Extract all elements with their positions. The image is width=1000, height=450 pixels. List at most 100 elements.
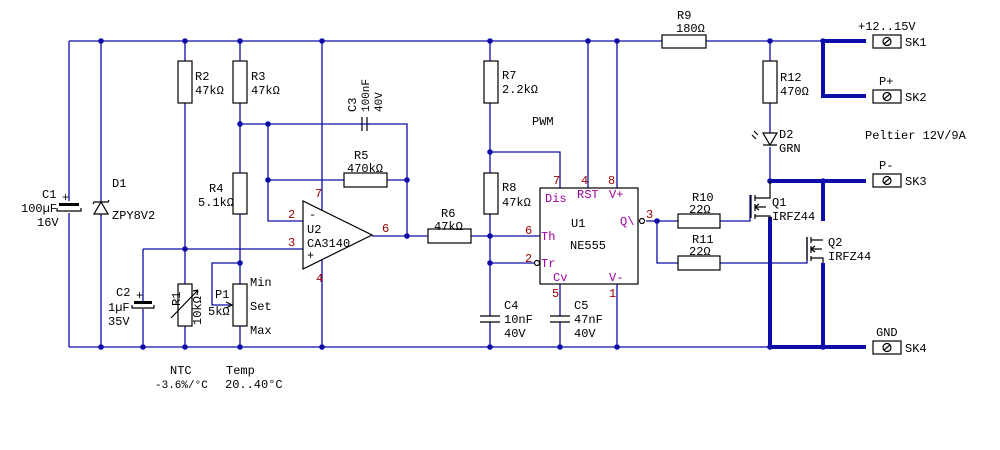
resistor-r2: R2 47kΩ [177, 60, 224, 104]
polarity-plus: + [136, 289, 143, 303]
u1-th: Th [541, 230, 555, 244]
capacitor-c4: C4 10nF 40V [480, 299, 533, 341]
ntc-coefficient: -3.6%/°C [155, 380, 208, 392]
c1-rating: 16V [37, 216, 59, 230]
c4-rating: 40V [504, 327, 526, 341]
resistor-r7: R7 2.2kΩ [483, 60, 538, 104]
r7-value: 2.2kΩ [502, 83, 538, 97]
r8-value: 47kΩ [502, 196, 531, 210]
u1-vminus: V- [609, 271, 623, 285]
sk4-ref: SK4 [905, 342, 927, 356]
r3-ref: R3 [251, 70, 265, 84]
mosfet-q2: Q2 IRFZ44 [806, 236, 871, 264]
u1-vplus: V+ [609, 188, 623, 202]
c5-rating: 40V [574, 327, 596, 341]
p1-ref: P1 [215, 288, 229, 302]
u1-pin2: 2 [525, 252, 532, 266]
timer-u1: Dis RST V+ Th Tr Cv V- Q\ U1 NE555 7 4 8… [525, 174, 653, 301]
connector-sk2[interactable]: P+ SK2 [872, 75, 927, 105]
r12-ref: R12 [780, 71, 802, 85]
u2-pin3: 3 [288, 236, 295, 250]
u1-dis: Dis [545, 192, 567, 206]
r1-value: 10kΩ [191, 296, 205, 325]
capacitor-c1: + C1 100µF 16V [21, 188, 82, 230]
r12-value: 470Ω [780, 85, 809, 99]
resistor-r3: R3 47kΩ [232, 60, 280, 104]
resistor-r12: R12 470Ω [762, 60, 809, 104]
u1-pin7: 7 [553, 174, 560, 188]
u1-ref: U1 [571, 217, 585, 231]
capacitor-c5: C5 47nF 40V [550, 299, 603, 341]
c3-rating: 40V [374, 92, 386, 112]
r6-value: 47kΩ [434, 220, 463, 234]
c3-ref: C3 [346, 98, 360, 112]
r11-ref: R11 [692, 233, 714, 247]
r9-value: 180Ω [676, 22, 705, 36]
connector-sk1[interactable]: +12..15V SK1 [858, 20, 927, 50]
ntc-label: NTC [170, 364, 192, 378]
c4-value: 10nF [504, 313, 533, 327]
connector-sk3[interactable]: P- SK3 [872, 159, 927, 189]
capacitor-c3: C3 100nF 40V [346, 79, 386, 131]
u1-q: Q\ [620, 215, 634, 229]
resistor-r9: R9 180Ω [661, 9, 707, 49]
capacitor-c2: + C2 1µF 35V [108, 286, 155, 329]
u1-pin5: 5 [552, 287, 559, 301]
d1-ref: D1 [112, 177, 126, 191]
potentiometer-p1[interactable]: P1 5kΩ Min Set Max [208, 276, 272, 338]
c2-ref: C2 [116, 286, 130, 300]
led-d2: D2 GRN [751, 128, 801, 156]
u1-pin4: 4 [581, 174, 588, 188]
r11-value: 22Ω [689, 245, 711, 259]
sk3-net: P- [879, 159, 893, 173]
r5-ref: R5 [354, 149, 368, 163]
r4-value: 5.1kΩ [198, 196, 234, 210]
c5-value: 47nF [574, 313, 603, 327]
u1-pin3: 3 [646, 208, 653, 222]
u1-rst: RST [577, 188, 599, 202]
resistor-r4: R4 5.1kΩ [198, 172, 248, 215]
connector-sk4[interactable]: GND SK4 [872, 326, 927, 356]
junctions [98, 38, 826, 350]
r10-value: 22Ω [689, 203, 711, 217]
r9-ref: R9 [677, 9, 691, 23]
p1-set-label: Set [250, 300, 272, 314]
u1-pin6: 6 [525, 224, 532, 238]
sk3-ref: SK3 [905, 175, 927, 189]
power-wires [768, 39, 866, 349]
c1-value: 100µF [21, 202, 57, 216]
zener-diode-d1: D1 ZPY8V2 [92, 177, 155, 223]
pwm-label: PWM [532, 115, 554, 129]
thermistor-r1: R1 10kΩ [170, 283, 205, 327]
resistor-r6: R6 47kΩ [427, 207, 472, 244]
u1-value: NE555 [570, 239, 606, 253]
u2-pin7: 7 [315, 187, 322, 201]
d2-value: GRN [779, 142, 801, 156]
r5-value: 470kΩ [347, 162, 383, 176]
opamp-u2: - + U2 CA3140 7 2 3 6 4 [288, 187, 389, 286]
sk4-net: GND [876, 326, 898, 340]
u2-pin4: 4 [316, 272, 323, 286]
resistor-r8: R8 47kΩ [483, 172, 531, 215]
r7-ref: R7 [502, 69, 516, 83]
u1-pin8: 8 [608, 174, 615, 188]
temp-range: 20..40°C [225, 378, 283, 392]
c1-ref: C1 [42, 188, 56, 202]
d1-value: ZPY8V2 [112, 209, 155, 223]
r1-ref: R1 [170, 292, 184, 306]
u2-minus: - [309, 208, 316, 222]
c2-rating: 35V [108, 315, 130, 329]
sk1-ref: SK1 [905, 36, 927, 50]
r2-value: 47kΩ [195, 84, 224, 98]
sk2-net: P+ [879, 75, 893, 89]
q1-value: IRFZ44 [772, 210, 815, 224]
u1-tr: Tr [541, 257, 555, 271]
u2-ref: U2 [307, 223, 321, 237]
u2-plus: + [307, 249, 314, 263]
wires [68, 40, 823, 348]
c2-value: 1µF [108, 301, 130, 315]
p1-min-label: Min [250, 276, 272, 290]
resistor-r10: R10 22Ω [677, 191, 721, 229]
r10-ref: R10 [692, 191, 714, 205]
